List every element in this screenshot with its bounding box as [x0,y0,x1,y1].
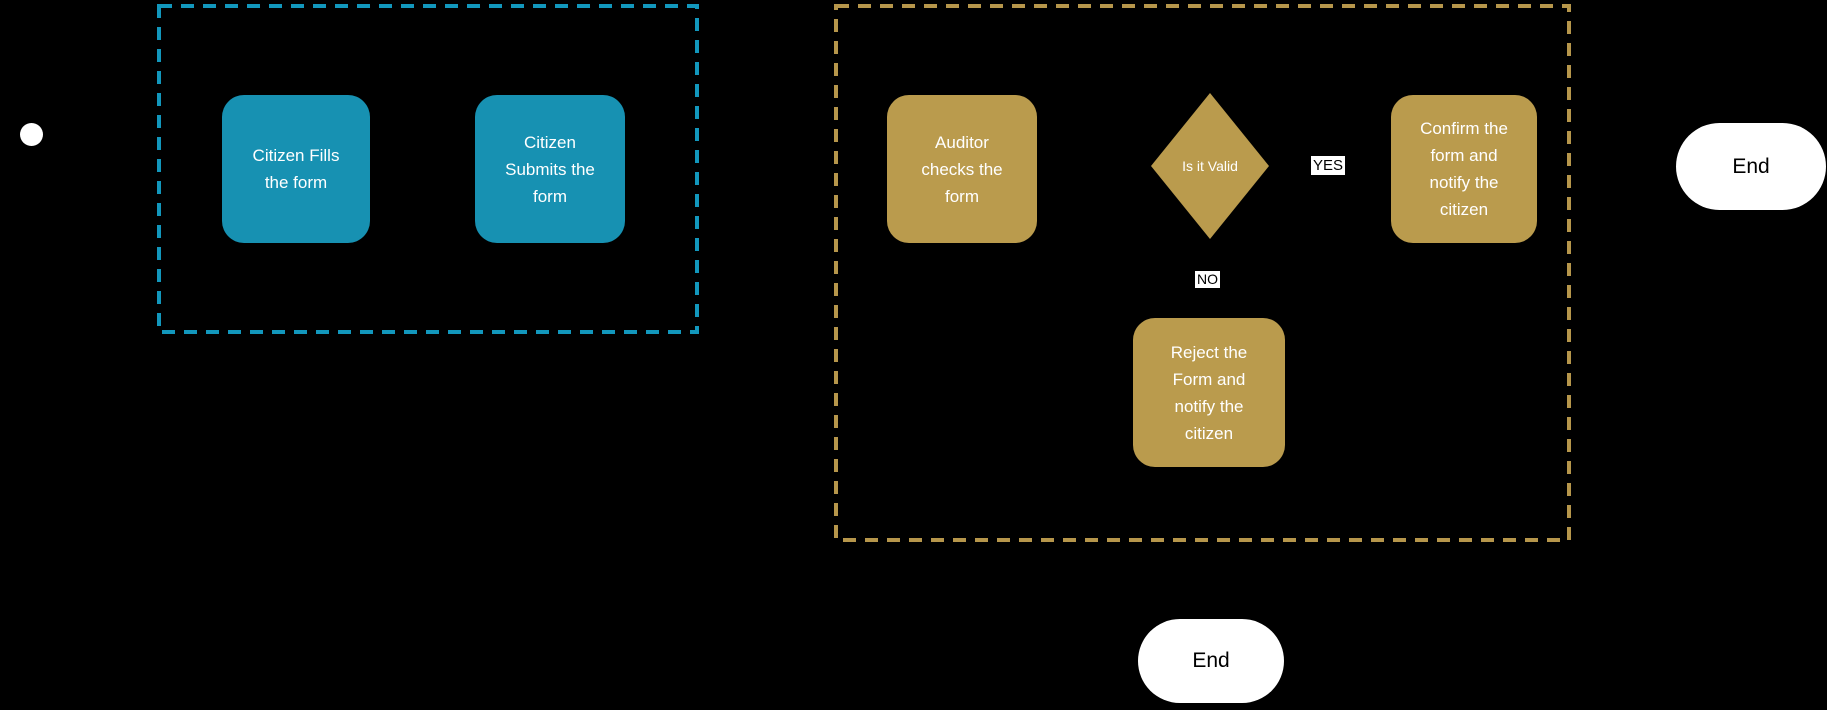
end-event-bottom: End [1138,619,1284,703]
task-auditor-checks-form: Auditor checks the form [887,95,1037,243]
task-label: Reject the Form and notify the citizen [1170,342,1248,443]
auditor-lane-border [834,4,1571,542]
end-event-right: End [1676,123,1826,210]
task-label: Citizen Fills the form [252,146,340,192]
citizen-lane-border [157,4,699,334]
task-label: Confirm the form and notify the citizen [1420,119,1508,219]
task-confirm-and-notify: Confirm the form and notify the citizen [1391,95,1537,243]
task-label: Citizen Submits the form [505,132,595,206]
start-event-circle [20,123,43,146]
task-citizen-fills-form: Citizen Fills the form [222,95,370,243]
task-citizen-submits-form: Citizen Submits the form [475,95,625,243]
task-reject-and-notify: Reject the Form and notify the citizen [1133,318,1285,467]
end-label: End [1732,154,1770,178]
branch-label-yes: YES [1311,156,1346,175]
gateway-label: Is it Valid [1182,158,1238,174]
branch-label-no: NO [1195,271,1220,288]
end-label: End [1192,649,1230,672]
task-label: Auditor checks the form [921,132,1003,206]
